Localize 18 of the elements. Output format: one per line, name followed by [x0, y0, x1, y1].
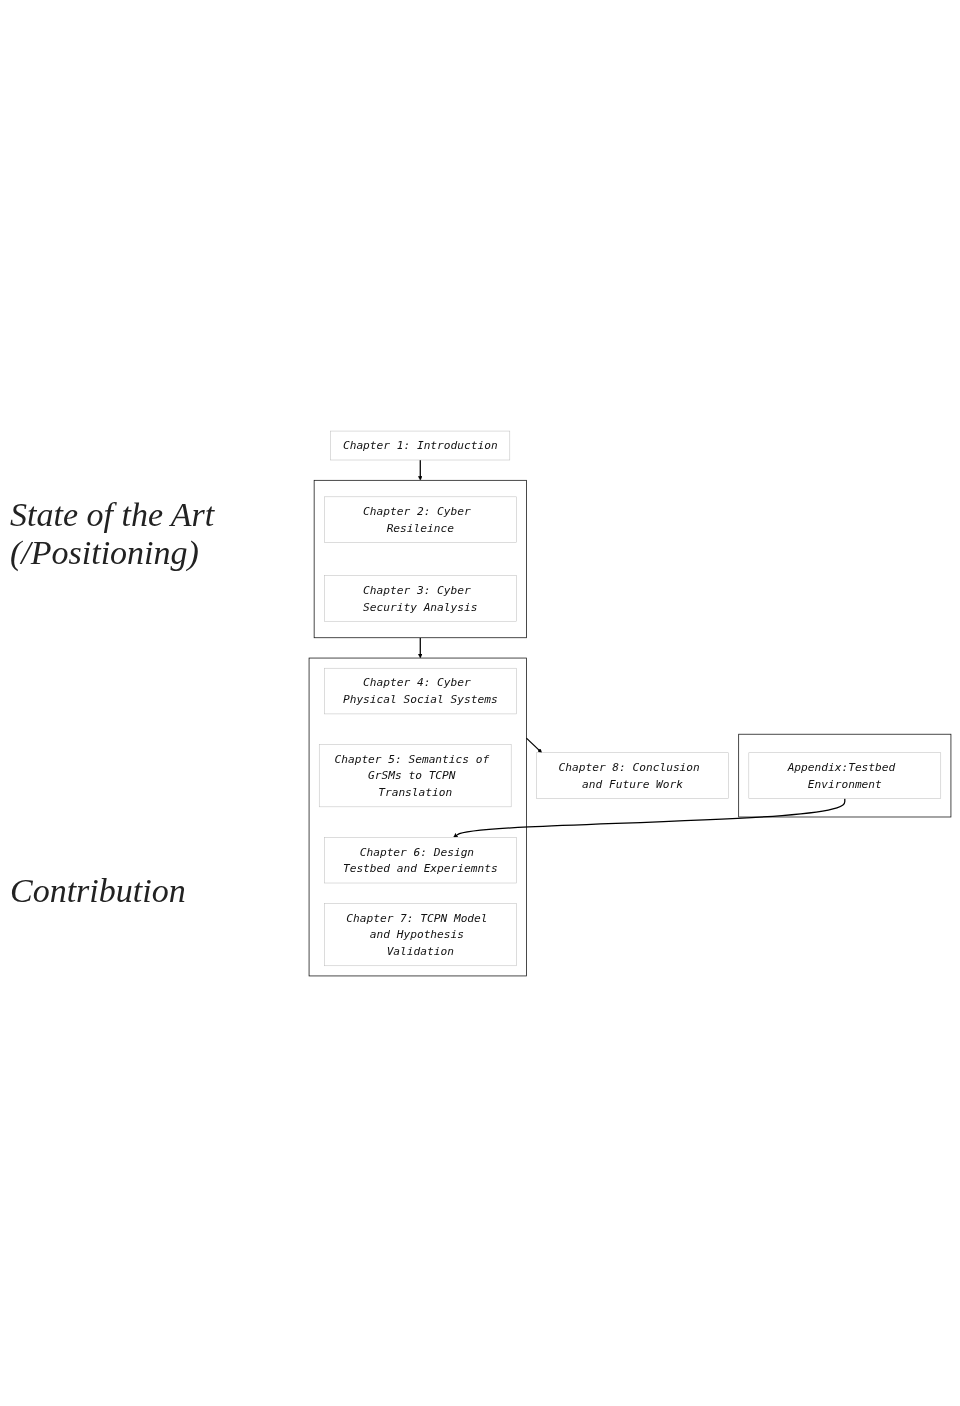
section-label: Contribution	[10, 872, 187, 910]
arrow	[418, 636, 423, 658]
node-box: Chapter 5: Semantics of GrSMs to TCPN Translation	[318, 743, 512, 807]
node-box: Chapter 8: Conclusion and Future Work	[536, 752, 729, 799]
node-box: Chapter 3: Cyber Security Analysis	[324, 574, 517, 621]
arrow	[453, 797, 846, 837]
section-label: State of the Art (/Positioning)	[10, 496, 216, 572]
cluster	[738, 733, 952, 817]
arrow	[525, 736, 543, 753]
arrow	[418, 458, 423, 480]
node-box: Chapter 2: Cyber Resileince	[324, 496, 517, 543]
cluster	[308, 657, 527, 976]
node-box: Chapter 7: TCPN Model and Hypothesis Validation	[324, 902, 517, 966]
node-box: Appendix:Testbed Environment	[748, 752, 942, 799]
cluster	[313, 479, 527, 638]
node-box: Chapter 6: Design Testbed and Experiemnts	[324, 836, 517, 883]
node-box: Chapter 1: Introduction	[330, 430, 511, 460]
node-box: Chapter 4: Cyber Physical Social Systems	[324, 667, 517, 714]
